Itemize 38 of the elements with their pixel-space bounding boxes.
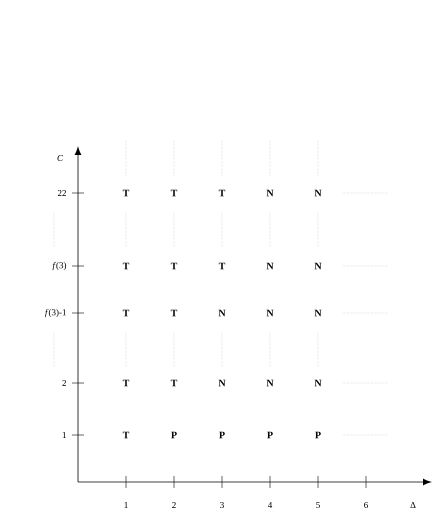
cell-letter: T (170, 310, 178, 316)
cell-letter: N (266, 310, 274, 316)
cell-letter: N (314, 190, 322, 196)
cell-letter: P (219, 432, 225, 438)
tick-label: 1 (124, 502, 128, 508)
tick-label: 2 (62, 380, 66, 386)
cell-letter: T (218, 190, 226, 196)
tick-label: 22 (58, 190, 66, 196)
axis-label: Δ (410, 502, 416, 508)
tick-label: 5 (316, 502, 320, 508)
cell-letter: T (170, 380, 178, 386)
cell-letter: N (314, 310, 322, 316)
tick-label: 3 (220, 502, 224, 508)
cell-letter: T (170, 262, 178, 270)
cell-letter: N (266, 190, 274, 196)
cell-letter: N (266, 262, 274, 270)
cell-letter: T (170, 190, 178, 196)
cell-letter: N (266, 380, 274, 386)
tick-label: 6 (364, 502, 368, 508)
tick-label: f(3)-1 (45, 308, 66, 318)
tick-label: 4 (268, 502, 272, 508)
cell-letter: P (315, 432, 321, 438)
tick-label: f(3) (52, 262, 66, 270)
cell-letter: T (218, 262, 226, 270)
cell-letter: N (314, 262, 322, 270)
cell-letter: N (218, 380, 226, 386)
cell-letter: T (122, 380, 130, 386)
cell-letter: T (122, 262, 130, 270)
axis-label: C (58, 154, 64, 162)
cell-letter: N (314, 380, 322, 386)
cell-letter: P (171, 432, 177, 438)
tick-label: 2 (172, 502, 176, 508)
cell-letter: P (267, 432, 273, 438)
cell-letter: T (122, 432, 130, 438)
tick-label: 1 (62, 432, 66, 438)
cell-letter: N (218, 310, 226, 316)
cell-letter: T (122, 190, 130, 196)
cell-letter: T (122, 310, 130, 316)
